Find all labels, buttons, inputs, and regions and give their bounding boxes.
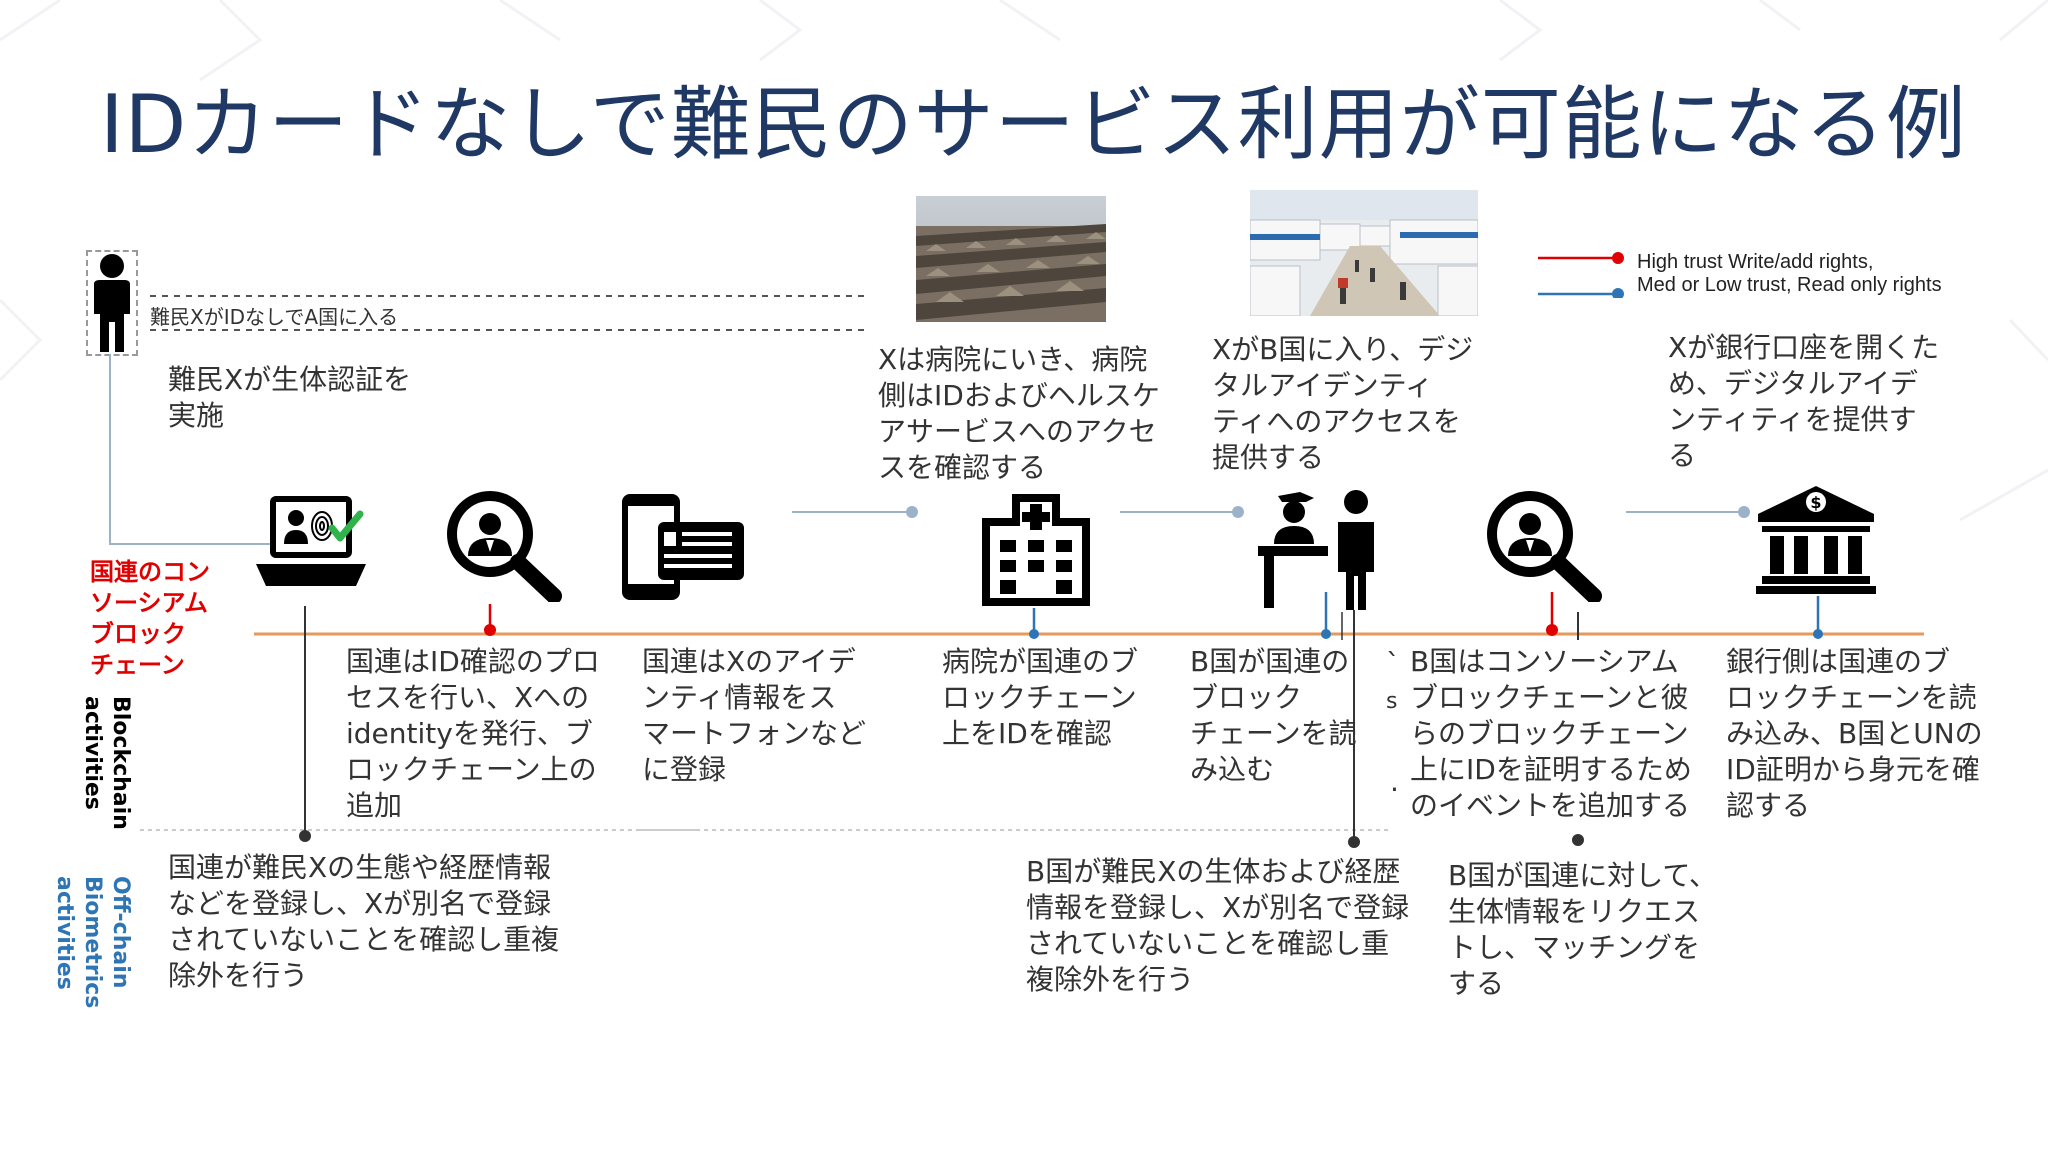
page-title: IDカードなしで難民のサービス利用が可能になる例 <box>100 78 1967 171</box>
hospital-icon <box>982 494 1090 606</box>
border-guard-icon <box>1258 490 1374 610</box>
un-register-text: 国連はXのアイデンティ情報をスマートフォンなどに登録 <box>642 645 867 786</box>
refugee-person <box>86 250 138 356</box>
bank-text: Xが銀行口座を開くため、デジタルアイデンティティを提供する <box>1668 331 1940 472</box>
b-request-text: B国が国連に対して、生体情報をリクエストし、マッチングをする <box>1448 859 1717 1000</box>
refugee-camp-tents-photo <box>916 196 1106 322</box>
consortium-blockchain-label: 国連のコンソーシアムブロックチェーン <box>90 558 210 679</box>
refugee-camp-street-photo <box>1250 190 1478 316</box>
laptop-fingerprint-icon <box>256 496 366 586</box>
stray-mark: s <box>1386 689 1398 714</box>
person-icon <box>94 254 130 352</box>
legend-lines <box>1538 252 1624 298</box>
stray-mark: ` <box>1386 647 1400 680</box>
bank-icon: $ <box>1756 486 1876 594</box>
legend-blue-text: Med or Low trust, Read only rights <box>1637 274 1942 296</box>
enter-country-text: 難民XがIDなしでA国に入る <box>150 305 399 329</box>
stray-mark: . <box>1390 765 1399 798</box>
magnifier-person-icon <box>447 491 562 602</box>
phone-id-card-icon <box>622 494 744 600</box>
country-b-text: XがB国に入り、デジタルアイデンティティへのアクセスを提供する <box>1212 333 1474 474</box>
legend-red-text: High trust Write/add rights, <box>1637 251 1874 273</box>
b-biometric-text: B国が難民Xの生体および経歴情報を登録し、Xが別名で登録されていないことを確認し… <box>1026 855 1410 996</box>
country-b-read-text: B国が国連のブロックチェーンを読み込む <box>1190 645 1357 786</box>
hospital-text: Xは病院にいき、病院側はIDおよびヘルスケアサービスへのアクセスを確認する <box>878 343 1160 484</box>
svg-text:$: $ <box>1810 493 1821 512</box>
hospital-check-text: 病院が国連のブロックチェーン上をIDを確認 <box>942 645 1139 750</box>
magnifier-person-icon-2 <box>1487 491 1602 602</box>
country-b-event-text: B国はコンソーシアムブロックチェーンと彼らのブロックチェーン上にIDを証明するた… <box>1410 645 1692 822</box>
biometric-text: 難民Xが生体認証を実施 <box>168 363 412 432</box>
un-biometric-text: 国連が難民Xの生態や経歴情報などを登録し、Xが別名で登録されていないことを確認し… <box>168 851 560 992</box>
